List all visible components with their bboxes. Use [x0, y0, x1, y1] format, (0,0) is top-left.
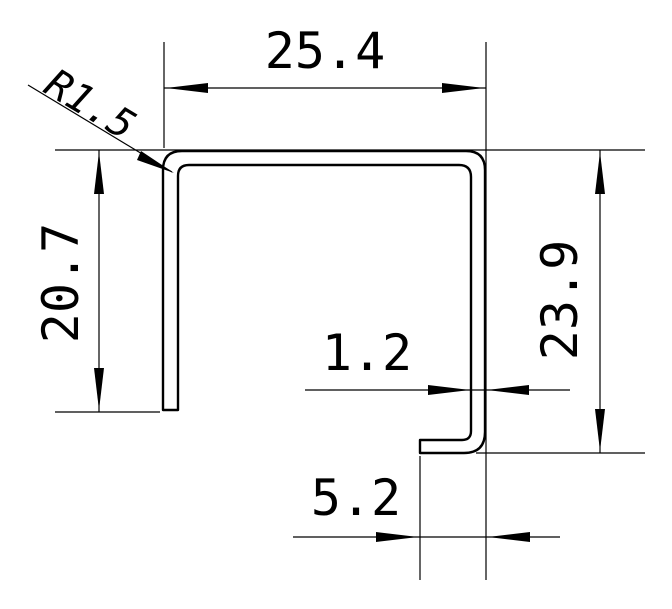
channel-profile-outline [161, 149, 487, 455]
dimension-right-height: 23.9 [531, 150, 605, 453]
dimension-width: 25.4 [164, 22, 486, 93]
dimension-thickness: 1.2 [305, 324, 570, 395]
dim-text-radius: R1.5 [37, 60, 143, 149]
arrowhead-lip-right [488, 532, 530, 542]
dim-text-thickness: 1.2 [322, 324, 412, 382]
arrowhead-thickness-left [428, 385, 470, 395]
dim-text-width: 25.4 [265, 22, 385, 80]
arrowhead-left-height-top [94, 152, 104, 194]
arrowhead-right-height-top [595, 152, 605, 194]
dim-text-right-height: 23.9 [531, 240, 589, 360]
arrowhead-lip-left [376, 532, 418, 542]
dim-text-lip: 5.2 [311, 469, 401, 527]
arrowhead-thickness-right [487, 385, 529, 395]
arrowhead-right-height-bottom [595, 409, 605, 451]
arrowhead-width-left [166, 83, 208, 93]
arrowhead-width-right [442, 83, 484, 93]
dimension-lip: 5.2 [293, 469, 560, 542]
dimension-radius: R1.5 [27, 60, 174, 173]
arrowhead-left-height-bottom [94, 368, 104, 410]
dim-text-left-height: 20.7 [32, 223, 90, 343]
dimension-left-height: 20.7 [32, 150, 104, 412]
arrowhead-radius [137, 151, 174, 173]
